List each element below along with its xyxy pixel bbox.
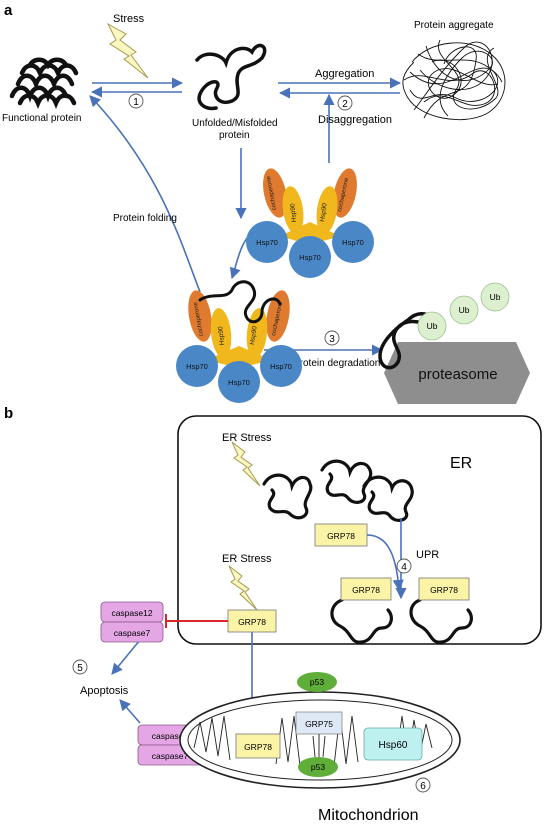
grp78-box-mito (235, 733, 281, 759)
step-4-marker: 4 (396, 558, 412, 574)
chaperone-complex-2: cochaperone cochaperone Hsp90 Hsp90 Hsp7… (176, 280, 302, 403)
stress-label: Stress (113, 13, 145, 25)
caspase7-box-upper (100, 621, 164, 643)
svg-text:caspase12: caspase12 (111, 608, 152, 618)
lightning-icon-er-2 (228, 565, 258, 611)
er-misfolded-proteins (262, 459, 414, 522)
grp78-bound-protein-left: GRP78 (330, 577, 393, 644)
er-stress-label-2: ER Stress (222, 553, 272, 565)
svg-text:6: 6 (420, 781, 426, 792)
step-6-marker: 6 (415, 777, 431, 793)
svg-text:GRP78: GRP78 (352, 585, 380, 595)
bound-protein-icon (198, 280, 282, 324)
svg-text:Hsp70: Hsp70 (228, 378, 250, 387)
protein-aggregate-label: Protein aggregate (414, 20, 494, 31)
svg-text:GRP78: GRP78 (238, 617, 266, 627)
svg-text:GRP75: GRP75 (305, 719, 333, 729)
svg-text:caspase3: caspase3 (152, 731, 189, 741)
svg-text:Ub: Ub (459, 305, 470, 315)
svg-text:GRP78: GRP78 (244, 742, 272, 752)
step-2-marker: 2 (337, 95, 353, 111)
protein-folding-label: Protein folding (113, 213, 177, 224)
svg-text:4: 4 (401, 562, 407, 573)
er-stress-label-1: ER Stress (222, 432, 272, 444)
svg-text:Hsp70: Hsp70 (270, 362, 292, 371)
protein-aggregate-icon (402, 39, 506, 121)
functional-protein-label: Functional protein (2, 113, 82, 124)
apoptosis-label: Apoptosis (80, 685, 129, 697)
degraded-protein-icon (378, 312, 434, 370)
svg-text:Hsp90: Hsp90 (319, 202, 329, 222)
lightning-icon (106, 22, 149, 79)
svg-text:Hsp70: Hsp70 (342, 238, 364, 247)
mitochondrion-label: Mitochondrion (318, 807, 419, 824)
grp75-p53-link (312, 734, 326, 758)
svg-text:Hsp90: Hsp90 (289, 203, 298, 223)
panel-a-arrows (89, 77, 402, 356)
svg-text:1: 1 (133, 97, 139, 108)
ubiquitin-chain: Ub Ub Ub (417, 282, 510, 341)
svg-text:Hsp70: Hsp70 (186, 362, 208, 371)
svg-text:p53: p53 (310, 677, 324, 687)
p53-top: p53 (297, 672, 337, 692)
hsp60-box (363, 727, 423, 761)
svg-text:Ub: Ub (490, 292, 501, 302)
svg-text:Ub: Ub (427, 321, 438, 331)
aggregation-label: Aggregation (315, 68, 374, 80)
p53-inner: p53 (298, 757, 338, 777)
proteasome-icon (384, 342, 530, 404)
svg-text:Hsp70: Hsp70 (256, 238, 278, 247)
functional-protein-icon (9, 57, 79, 110)
svg-text:2: 2 (342, 99, 348, 110)
step-3-marker: 3 (324, 330, 340, 346)
mitochondrion-icon (179, 691, 461, 789)
svg-text:GRP78: GRP78 (430, 585, 458, 595)
upr-label: UPR (416, 549, 439, 561)
svg-text:p53: p53 (311, 762, 325, 772)
svg-text:Hsp70: Hsp70 (299, 253, 321, 262)
lightning-icon-er-1 (231, 441, 261, 487)
svg-text:Hsp60: Hsp60 (379, 740, 408, 751)
svg-text:Hsp90: Hsp90 (217, 326, 226, 346)
svg-text:caspase7: caspase7 (114, 628, 151, 638)
step-5-marker: 5 (72, 659, 88, 675)
disaggregation-label: Disaggregation (318, 114, 392, 126)
proteasome-label: proteasome (418, 366, 497, 383)
panel-a-label: a (4, 2, 13, 19)
chaperone-complex-1: cochaperone cochaperone Hsp90 Hsp90 Hsp7… (246, 168, 374, 278)
er-label: ER (450, 455, 472, 472)
er-compartment (177, 415, 542, 645)
unfolded-protein-label-2: protein (219, 130, 250, 141)
grp78-bound-protein-right: GRP78 (409, 577, 473, 644)
svg-text:5: 5 (77, 663, 83, 674)
protein-degradation-label: Protein degradation (293, 358, 380, 369)
unfolded-protein-icon (195, 43, 267, 111)
step-1-marker: 1 (128, 93, 144, 109)
unfolded-protein-label-1: Unfolded/Misfolded (192, 118, 278, 129)
svg-text:caspase7: caspase7 (152, 751, 189, 761)
panel-b-label: b (4, 405, 13, 422)
svg-text:Hsp90: Hsp90 (249, 325, 259, 345)
svg-text:GRP78: GRP78 (327, 531, 355, 541)
svg-text:3: 3 (329, 334, 335, 345)
